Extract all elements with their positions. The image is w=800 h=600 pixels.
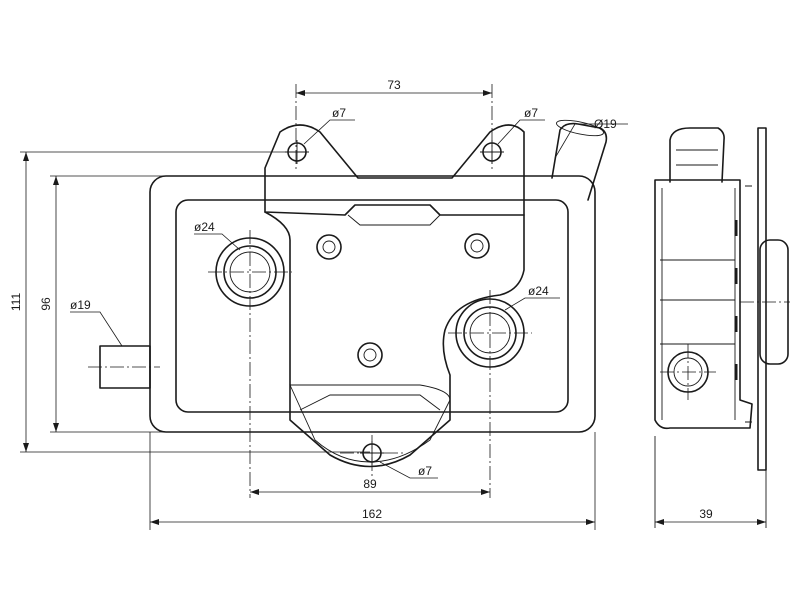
- pipe-left: [88, 345, 160, 389]
- front-view: [88, 84, 608, 498]
- boss-right: [464, 233, 490, 259]
- boss-center: [357, 342, 383, 368]
- label-port-left: ø24: [194, 220, 215, 234]
- label-width-overall: 162: [362, 507, 382, 521]
- label-hole-top-right: ø7: [524, 106, 538, 120]
- dimension-labels: 73 ø7 ø7 Ø19 ø24 ø24 ø19 ø7 89 162 39 11…: [9, 78, 713, 521]
- label-hole-top-left: ø7: [332, 106, 346, 120]
- housing-inner: [175, 199, 569, 413]
- label-depth-side: 39: [699, 507, 713, 521]
- label-height-outer: 111: [9, 293, 23, 312]
- label-height-inner: 96: [39, 297, 53, 311]
- label-pipe-left: ø19: [70, 298, 91, 312]
- dimension-lines: [20, 90, 766, 530]
- label-pipe-top-right: Ø19: [594, 117, 617, 131]
- mounting-plate-lower: [289, 384, 451, 463]
- mounting-plate-top: [264, 124, 525, 216]
- side-view: [654, 127, 790, 528]
- label-bolt-spacing-top: 73: [387, 78, 401, 92]
- label-port-spacing: 89: [363, 477, 377, 491]
- label-hole-bottom: ø7: [418, 464, 432, 478]
- label-port-right: ø24: [528, 284, 549, 298]
- boss-left: [316, 234, 342, 260]
- pipe-top-right: [551, 119, 608, 201]
- housing-outer: [149, 175, 596, 433]
- mounting-plate-center: [264, 211, 525, 468]
